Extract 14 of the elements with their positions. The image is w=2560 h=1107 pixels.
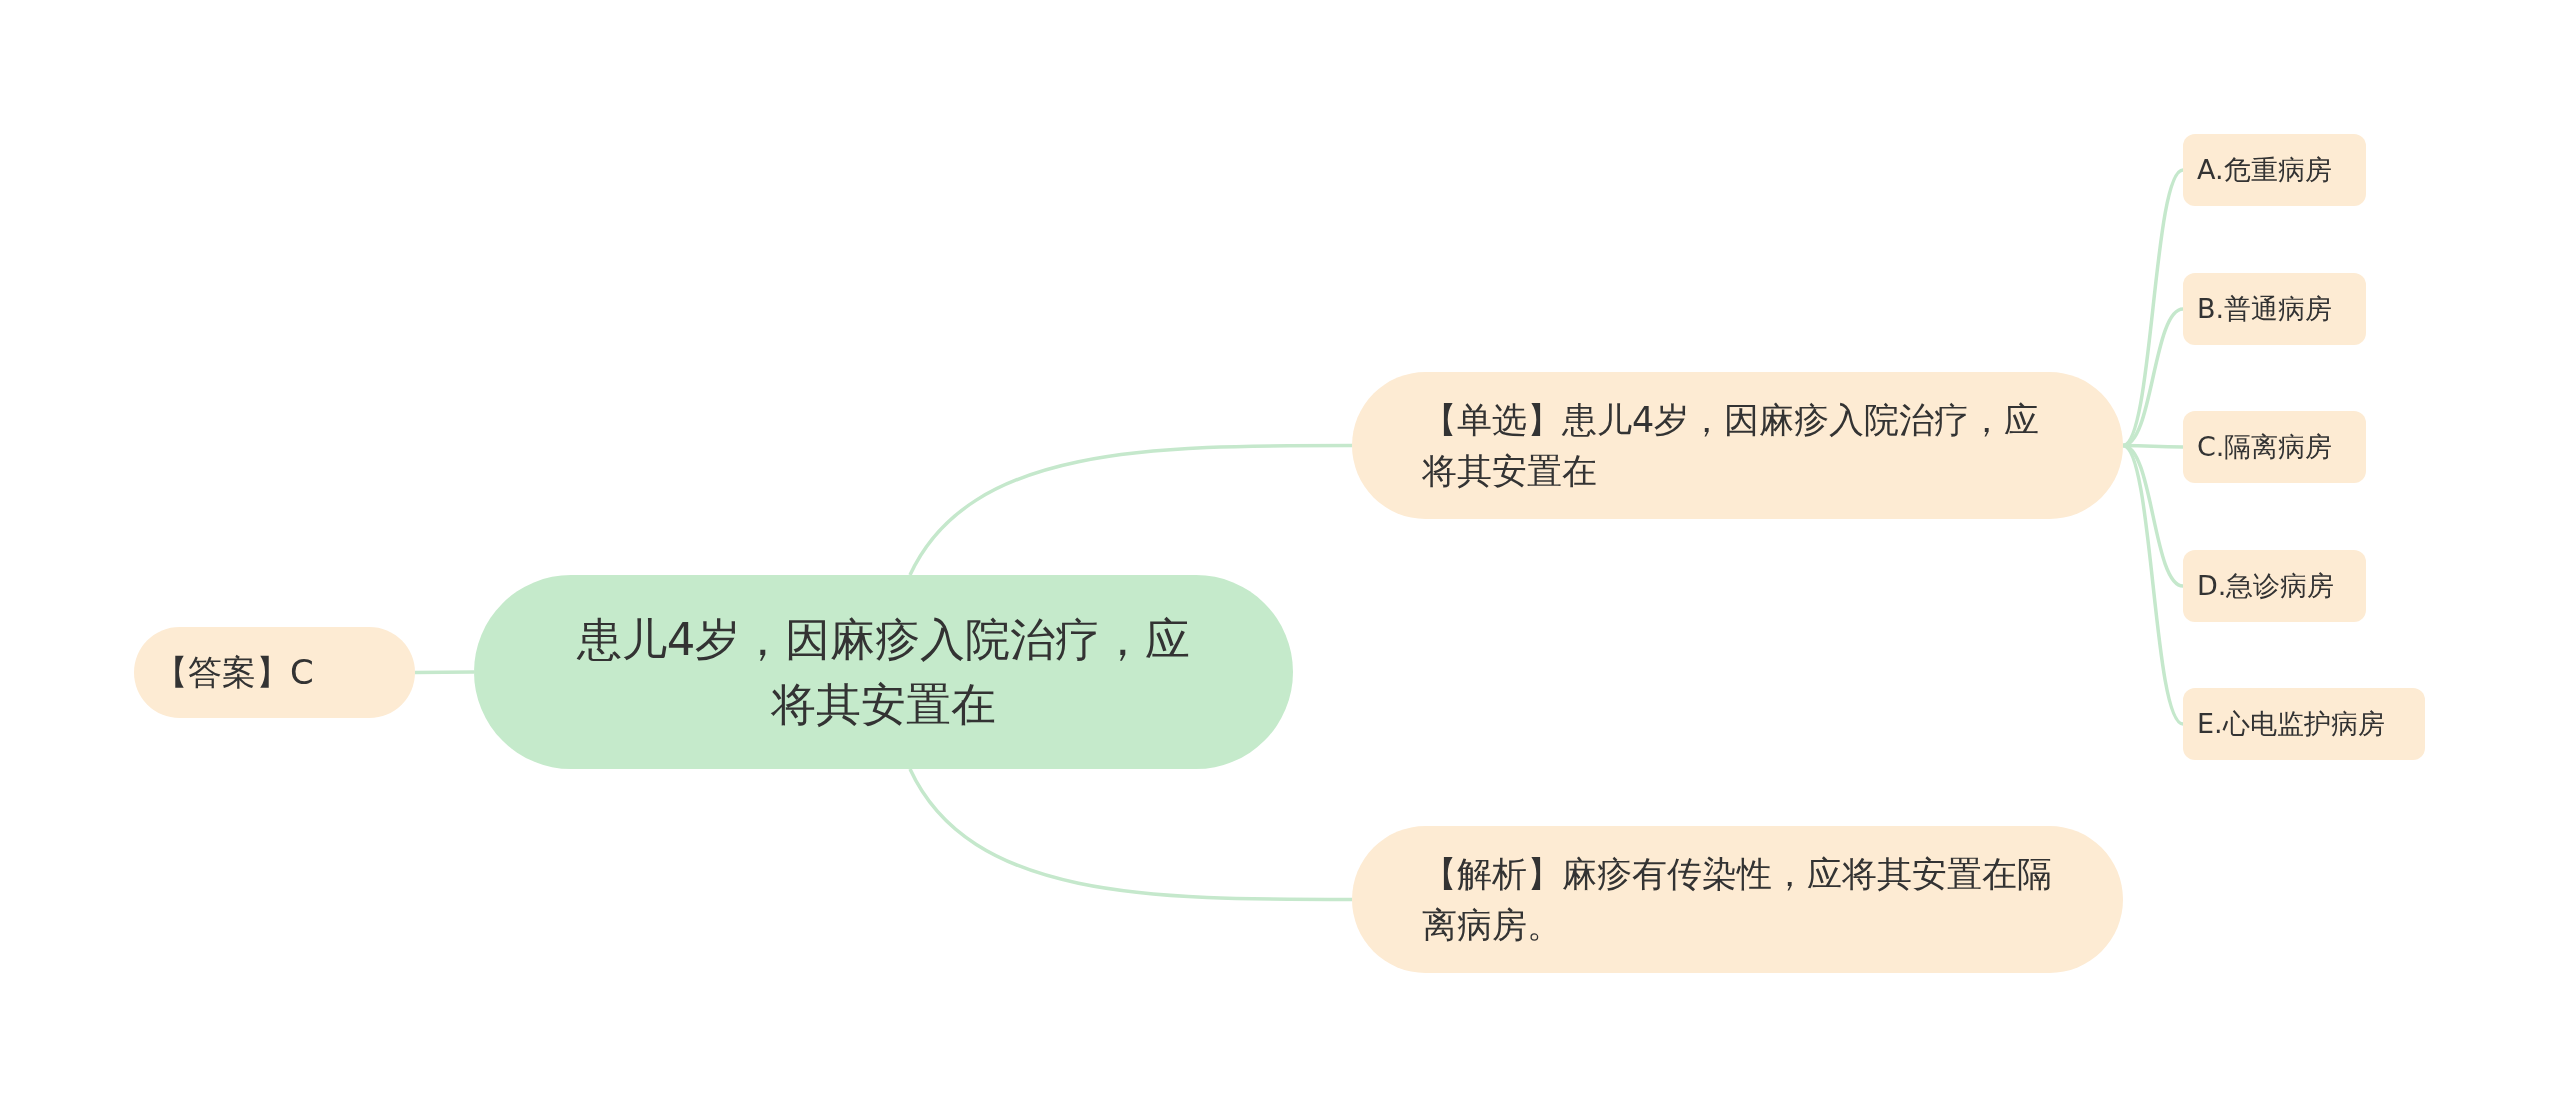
connector-line: [415, 670, 474, 675]
subtopic-bubble: 【答案】C: [134, 627, 415, 718]
connector-line: [908, 768, 1352, 902]
option-box: D.急诊病房: [2183, 550, 2366, 622]
option-box: C.隔离病房: [2183, 411, 2366, 483]
subtopic-bubble: 【单选】患儿4岁，因麻疹入院治疗，应将其安置在: [1352, 372, 2123, 519]
connector-line: [2121, 168, 2185, 447]
topic-bubble: 患儿4岁，因麻疹入院治疗，应将其安置在: [474, 575, 1293, 769]
connector-line: [908, 443, 1352, 576]
subtopic-bubble: 【解析】麻疹有传染性，应将其安置在隔离病房。: [1352, 826, 2123, 973]
option-box: A.危重病房: [2183, 134, 2366, 206]
option-box: E.心电监护病房: [2183, 688, 2425, 760]
option-box: B.普通病房: [2183, 273, 2366, 345]
connector-line: [2121, 444, 2185, 726]
